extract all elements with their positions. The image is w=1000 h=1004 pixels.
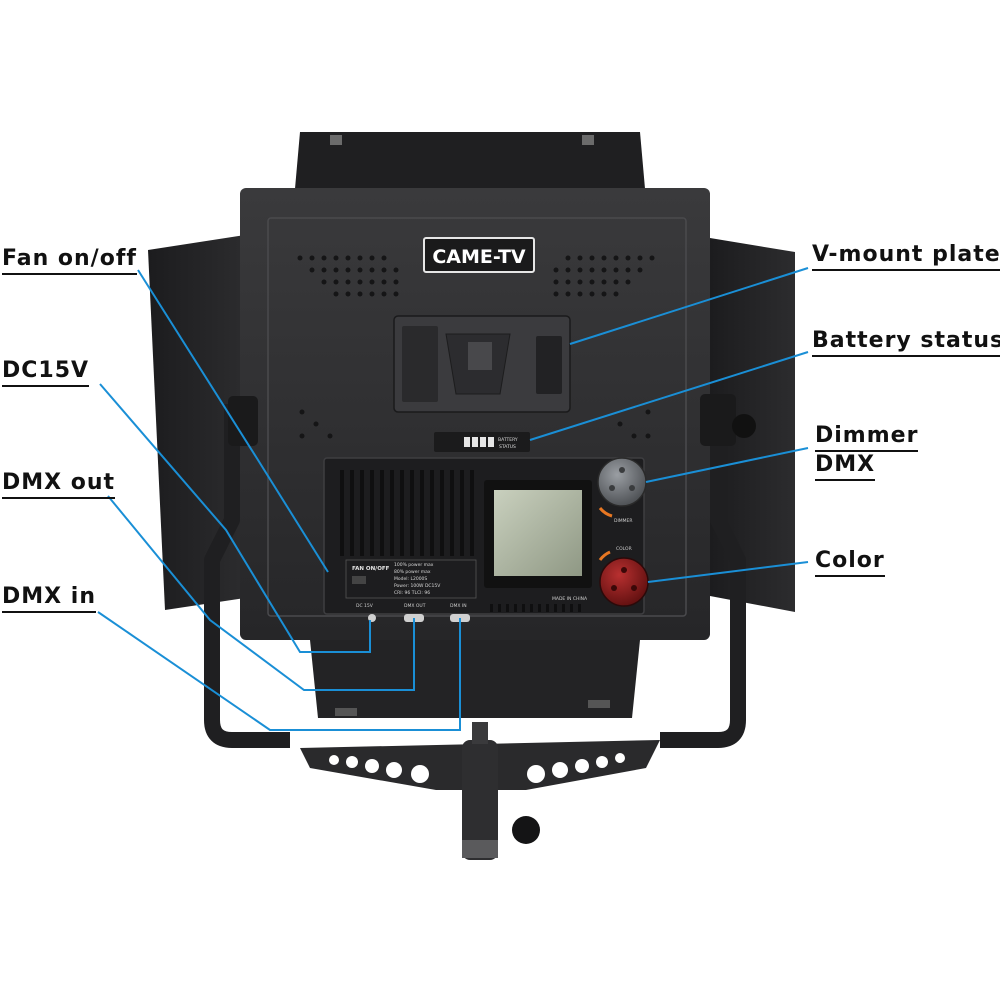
bracket-holes xyxy=(329,753,625,783)
svg-text:COLOR: COLOR xyxy=(616,546,632,552)
svg-text:DMX OUT: DMX OUT xyxy=(404,603,426,609)
callout-lines xyxy=(97,267,809,731)
vent-grille-right xyxy=(553,255,655,297)
fan-switch[interactable] xyxy=(352,576,366,584)
line-fan xyxy=(137,269,329,573)
callout-dimmer: Dimmer DMX xyxy=(815,423,919,481)
svg-text:DMX IN: DMX IN xyxy=(450,603,467,609)
svg-text:DIMMER: DIMMER xyxy=(614,518,633,524)
line-dmx-in xyxy=(97,611,461,731)
line-dc15v xyxy=(99,383,371,653)
brand-logo: CAME-TV xyxy=(432,246,526,268)
lcd-display xyxy=(494,490,582,576)
callout-dmx-in: DMX in xyxy=(2,584,96,613)
color-knob[interactable] xyxy=(599,557,649,607)
line-vmount xyxy=(569,267,809,345)
line-battery xyxy=(529,351,809,441)
callout-color: Color xyxy=(815,548,885,577)
svg-text:STATUS: STATUS xyxy=(499,444,516,450)
vent-grille-left xyxy=(297,255,399,297)
svg-text:80% power max: 80% power max xyxy=(394,569,431,575)
svg-text:100% power max: 100% power max xyxy=(394,562,434,568)
left-barn-door xyxy=(148,235,245,610)
callout-dc15v: DC15V xyxy=(2,358,90,387)
top-barn-door xyxy=(294,132,646,200)
svg-text:Power: 100W DC15V: Power: 100W DC15V xyxy=(394,583,441,589)
svg-text:MADE IN CHINA: MADE IN CHINA xyxy=(552,596,588,602)
spigot xyxy=(462,740,498,860)
svg-text:Model: L2000S: Model: L2000S xyxy=(394,576,427,582)
yoke-right-arm xyxy=(660,404,746,748)
callout-fan: Fan on/off xyxy=(2,246,137,275)
callout-battery: Battery status xyxy=(812,328,1000,357)
spigot-lock-knob[interactable] xyxy=(512,816,540,844)
svg-text:CRI: 96 TLCI: 96: CRI: 96 TLCI: 96 xyxy=(394,590,430,596)
tilt-lock-knob[interactable] xyxy=(732,414,756,438)
callout-dmx-out: DMX out xyxy=(2,470,116,499)
fan-switch-label: FAN ON/OFF xyxy=(352,566,390,572)
callout-vmount: V-mount plate xyxy=(812,242,1000,271)
dimmer-knob[interactable] xyxy=(597,457,647,507)
brand-logo-frame xyxy=(423,237,535,273)
heatsink xyxy=(340,470,474,556)
bottom-barn-door xyxy=(310,640,640,718)
svg-text:BATTERY: BATTERY xyxy=(498,437,518,443)
line-color xyxy=(647,561,809,583)
line-dimmer xyxy=(645,447,809,483)
line-dmx-out xyxy=(107,495,415,691)
yoke-left-arm xyxy=(204,404,290,748)
svg-text:DC 15V: DC 15V xyxy=(356,603,374,609)
